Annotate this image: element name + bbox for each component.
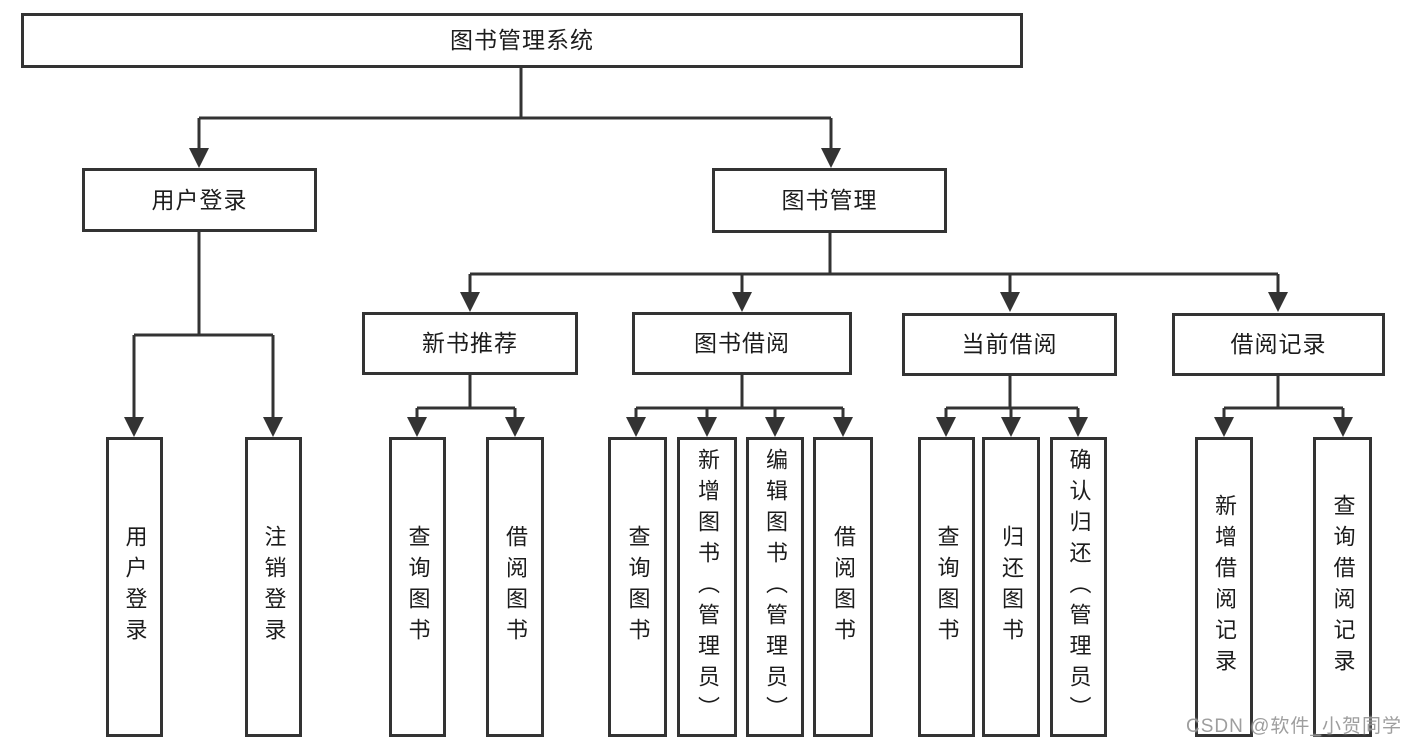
node-book-management: 图书管理 <box>712 168 947 233</box>
leaf-borrow-books-2: 借阅图书 <box>813 437 873 737</box>
leaf-add-books-admin: 新增图书（管理员） <box>677 437 737 737</box>
node-current-borrow: 当前借阅 <box>902 313 1117 376</box>
node-user-login: 用户登录 <box>82 168 317 232</box>
connector-lines <box>132 68 1345 419</box>
node-root: 图书管理系统 <box>21 13 1023 68</box>
node-book-borrow: 图书借阅 <box>632 312 852 375</box>
leaf-query-books-1: 查询图书 <box>389 437 446 737</box>
leaf-add-borrow-record: 新增借阅记录 <box>1195 437 1253 737</box>
leaf-user-login: 用户登录 <box>106 437 163 737</box>
node-new-book-recommend: 新书推荐 <box>362 312 578 375</box>
leaf-query-books-3: 查询图书 <box>918 437 975 737</box>
arrowheads <box>124 148 1353 437</box>
leaf-query-borrow-record: 查询借阅记录 <box>1313 437 1372 737</box>
leaf-edit-books-admin: 编辑图书（管理员） <box>746 437 804 737</box>
leaf-borrow-books-1: 借阅图书 <box>486 437 544 737</box>
leaf-logout: 注销登录 <box>245 437 302 737</box>
node-borrow-records: 借阅记录 <box>1172 313 1385 376</box>
leaf-return-books: 归还图书 <box>982 437 1040 737</box>
leaf-confirm-return-admin: 确认归还（管理员） <box>1050 437 1107 737</box>
leaf-query-books-2: 查询图书 <box>608 437 667 737</box>
